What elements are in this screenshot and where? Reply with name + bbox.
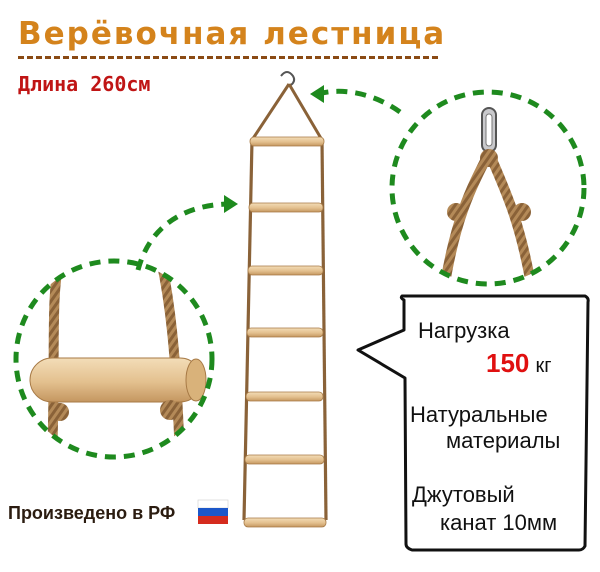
rope-ladder bbox=[242, 71, 328, 528]
rope-line-1: Джутовый bbox=[412, 482, 515, 507]
material-line-1: Натуральные bbox=[410, 402, 548, 427]
title-divider bbox=[18, 56, 438, 59]
arrow-head-icon bbox=[224, 195, 238, 213]
page-title: Верёвочная лестница bbox=[18, 16, 447, 52]
hook-closeup bbox=[389, 89, 587, 287]
arrow-head-icon bbox=[310, 85, 324, 103]
rope-line-2: канат 10мм bbox=[440, 510, 558, 535]
hanging-hook-icon bbox=[280, 71, 296, 86]
length-label: Длина 260см bbox=[18, 72, 151, 96]
russia-flag-icon bbox=[197, 499, 229, 524]
ladder-rungs bbox=[243, 136, 327, 528]
rung-closeup bbox=[13, 258, 215, 460]
load-unit: кг bbox=[535, 355, 552, 377]
made-in-label: Произведено в РФ bbox=[8, 503, 176, 523]
load-value: 150 bbox=[486, 348, 530, 378]
specs-callout bbox=[356, 294, 590, 552]
load-label: Нагрузка bbox=[418, 318, 510, 343]
connector-arrows bbox=[135, 85, 402, 271]
load-row: 150 кг bbox=[486, 350, 552, 379]
right-rope bbox=[320, 139, 328, 521]
material-line-2: материалы bbox=[446, 428, 561, 453]
